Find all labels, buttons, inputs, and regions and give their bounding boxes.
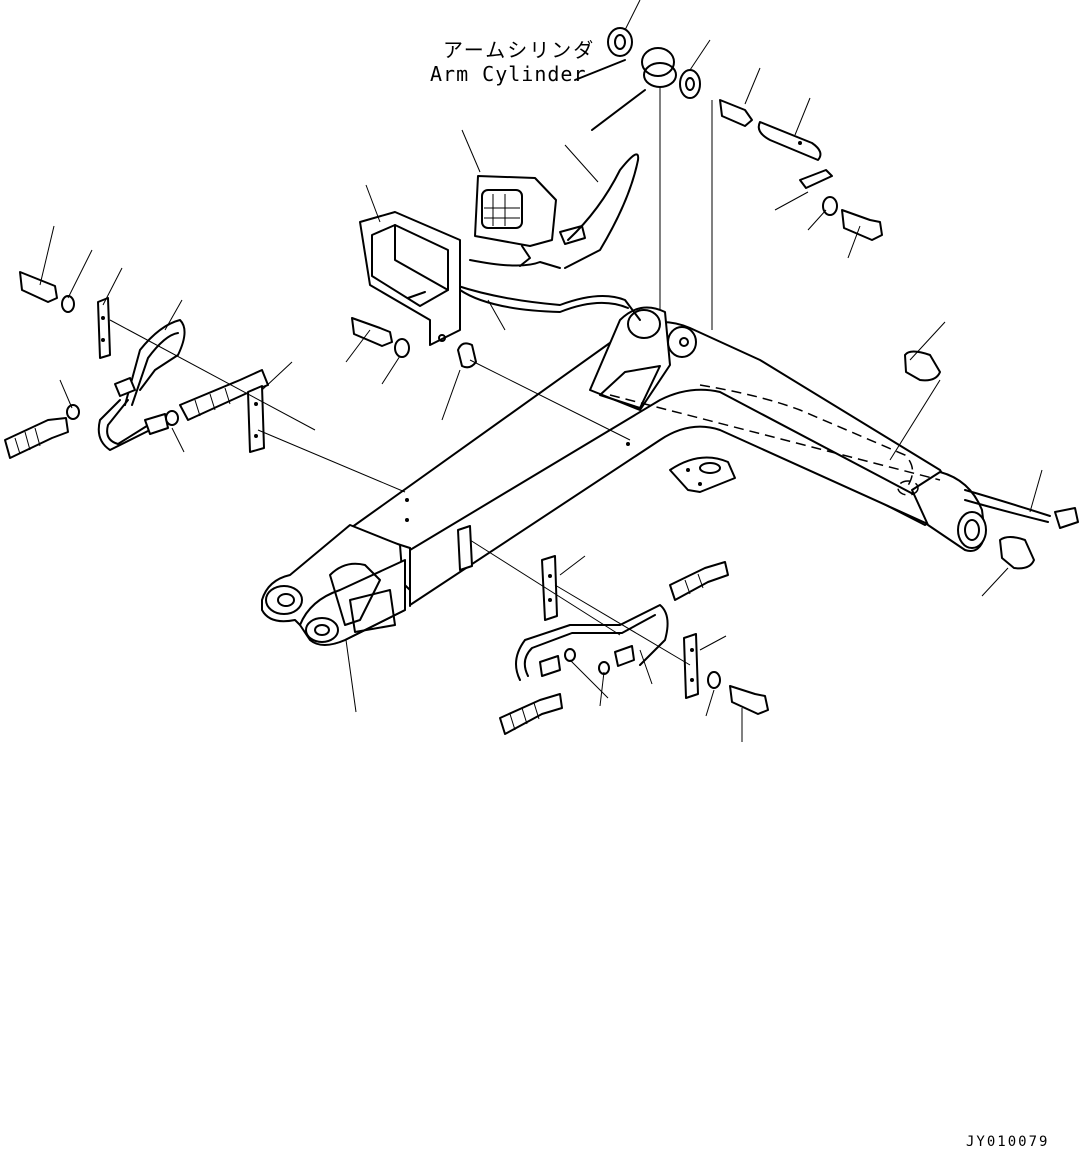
arm-cylinder-rod [574, 47, 677, 310]
light-harness [454, 153, 641, 321]
drawing-code: JY010079 [966, 1134, 1050, 1150]
dust-seal [607, 27, 633, 57]
bolt [841, 209, 883, 241]
arm-cylinder-label-en: Arm Cylinder [430, 62, 587, 86]
shim [679, 69, 701, 99]
work-light [474, 175, 557, 267]
grease-fitting [711, 99, 753, 330]
guard-bolt [351, 317, 393, 347]
pin [757, 121, 822, 161]
light-guard [359, 211, 461, 346]
callout-lines [39, 0, 1043, 742]
bucket-harness [964, 489, 1079, 529]
lock-plate [799, 169, 833, 189]
bushing-lower [999, 536, 1035, 570]
washer [822, 196, 838, 216]
right-hose-group [457, 525, 769, 735]
guard-washer [394, 338, 410, 358]
arm-cylinder-label-ja: アームシリンダ [443, 38, 596, 62]
left-hose-group [4, 271, 269, 459]
bushing-upper [904, 350, 941, 382]
arm-body [261, 306, 987, 646]
spacer-bushing [457, 342, 477, 369]
